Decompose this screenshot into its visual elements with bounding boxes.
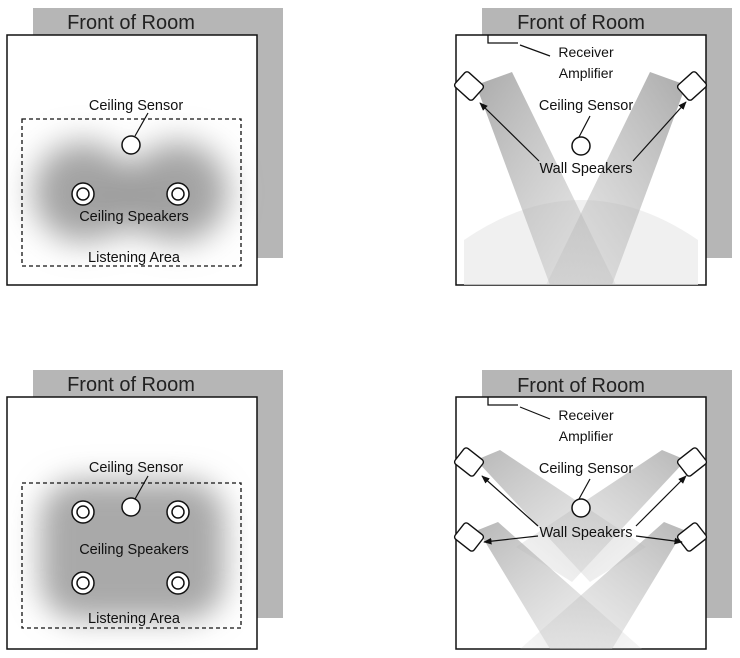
sensor-pointer — [578, 115, 591, 138]
ceiling-speaker-icon — [71, 182, 95, 206]
room-plan-svg: Front of Room Ceiling Sensor Ceiling Spe… — [6, 8, 283, 286]
ceiling-sensor-label: Ceiling Sensor — [539, 461, 633, 477]
room-outline — [6, 34, 258, 286]
room-plan-svg: Front of Room Receiver Amplifier Ceiling… — [453, 370, 732, 650]
ceiling-sensor-icon — [571, 498, 591, 518]
amplifier-label: Amplifier — [559, 65, 614, 81]
wall-speaker-pointer — [483, 535, 539, 545]
receiver-label: Receiver — [558, 44, 614, 60]
front-of-room-label: Front of Room — [517, 375, 645, 397]
listening-area-boundary — [21, 118, 242, 267]
wall-speaker-icon — [676, 447, 708, 477]
wall-speaker-icon — [676, 71, 708, 101]
room-plan-svg: Front of Room Ceiling Sensor Ceiling Spe… — [6, 370, 283, 650]
receiver-pointer — [519, 406, 551, 420]
ceiling-sensor-icon — [121, 135, 141, 155]
ceiling-sensor-label: Ceiling Sensor — [539, 98, 633, 114]
ceiling-sensor-label: Ceiling Sensor — [89, 460, 183, 476]
wall-speakers-label: Wall Speakers — [540, 525, 633, 541]
panel-four-ceiling-speakers: Front of Room Ceiling Sensor Ceiling Spe… — [0, 362, 300, 658]
ceiling-sensor-icon — [571, 136, 591, 156]
listening-area-label: Listening Area — [88, 250, 181, 266]
panel-two-wall-speakers: Front of Room Receiver Amplifier Ceiling… — [440, 0, 740, 300]
ceiling-speaker-icon — [166, 182, 190, 206]
ceiling-speakers-label: Ceiling Speakers — [79, 209, 189, 225]
wall-speaker-pointer — [479, 102, 540, 162]
receiver-amplifier-icon — [487, 397, 518, 406]
ceiling-speaker-icon — [166, 500, 190, 524]
ceiling-sensor-icon — [121, 497, 141, 517]
wall-speaker-pointer — [632, 101, 687, 162]
front-of-room-label: Front of Room — [517, 12, 645, 34]
panel-two-ceiling-speakers: Front of Room Ceiling Sensor Ceiling Spe… — [0, 0, 300, 300]
receiver-pointer — [519, 44, 551, 57]
wall-speaker-icon — [676, 522, 708, 552]
wall-speaker-pointer — [481, 475, 539, 527]
receiver-label: Receiver — [558, 407, 614, 423]
ceiling-speaker-icon — [166, 571, 190, 595]
front-of-room-label: Front of Room — [67, 12, 195, 34]
wall-speaker-icon — [453, 522, 485, 552]
panel-four-wall-speakers: Front of Room Receiver Amplifier Ceiling… — [440, 362, 740, 658]
wall-speaker-icon — [453, 447, 485, 477]
ceiling-speaker-icon — [71, 571, 95, 595]
ceiling-sensor-label: Ceiling Sensor — [89, 98, 183, 114]
receiver-amplifier-icon — [487, 35, 518, 44]
sensor-pointer — [578, 478, 591, 500]
listening-area-label: Listening Area — [88, 611, 181, 627]
room-plan-svg: Front of Room Receiver Amplifier Ceiling… — [453, 8, 732, 286]
sound-beam-right — [546, 72, 686, 285]
sensor-pointer — [134, 475, 149, 500]
ceiling-speaker-icon — [71, 500, 95, 524]
sound-beam-front-left — [476, 450, 646, 582]
wall-speaker-pointer — [635, 475, 687, 527]
ceiling-speakers-label: Ceiling Speakers — [79, 542, 189, 558]
wall-speakers-label: Wall Speakers — [540, 161, 633, 177]
front-of-room-label: Front of Room — [67, 374, 195, 396]
sound-beam-front-right — [516, 450, 686, 582]
sensor-pointer — [134, 112, 149, 137]
sound-beam-rear-right — [520, 522, 684, 649]
amplifier-label: Amplifier — [559, 428, 614, 444]
wall-speaker-pointer — [635, 535, 683, 545]
wall-speaker-icon — [453, 71, 485, 101]
